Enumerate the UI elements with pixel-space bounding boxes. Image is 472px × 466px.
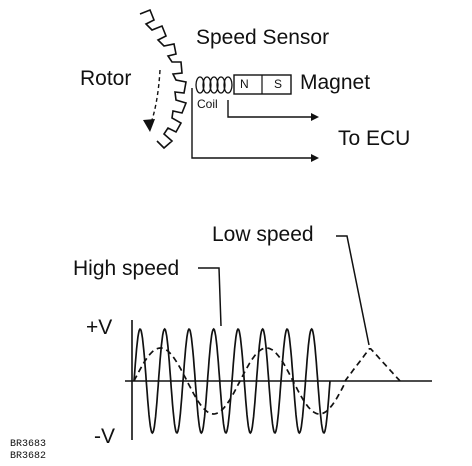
low-speed-label: Low speed	[212, 223, 314, 246]
coil-label: Coil	[197, 97, 218, 111]
magnet-north-label: N	[240, 77, 249, 91]
high-speed-leader	[198, 267, 222, 327]
ecu-lead-upper	[227, 100, 311, 118]
figure-code-2: BR3682	[10, 451, 47, 462]
high-speed-waveform	[133, 327, 331, 435]
rotation-arrow	[149, 69, 161, 127]
rotation-arrowhead	[143, 119, 155, 132]
minus-v-label: -V	[94, 425, 115, 448]
ecu-lead-lower	[191, 88, 311, 159]
magnet-label: Magnet	[300, 71, 371, 94]
plus-v-label: +V	[86, 316, 113, 339]
ecu-lead-upper-arrow	[311, 113, 319, 121]
rotor-label: Rotor	[80, 67, 132, 90]
coil-winding	[195, 76, 233, 94]
rotor-teeth	[139, 8, 188, 150]
magnet-south-label: S	[274, 77, 283, 91]
speed-sensor-label: Speed Sensor	[196, 26, 330, 49]
high-speed-label: High speed	[73, 257, 180, 280]
figure-code-1: BR3683	[10, 439, 47, 450]
to-ecu-label: To ECU	[338, 127, 411, 150]
ecu-lead-lower-arrow	[311, 154, 319, 162]
low-speed-leader	[336, 235, 370, 346]
